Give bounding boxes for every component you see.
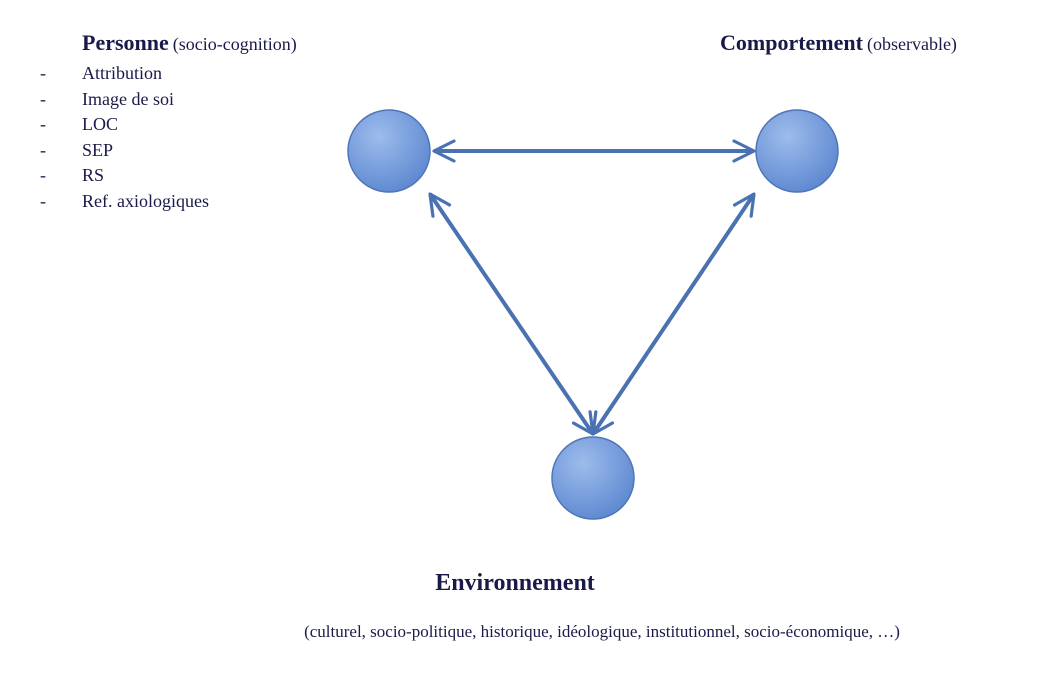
arrow-comportement-environnement [591, 192, 756, 436]
list-bullet: - [40, 165, 46, 185]
list-item-label: Attribution [82, 63, 162, 83]
list-item-label: Image de soi [82, 88, 174, 109]
list-item: - RS [40, 163, 209, 189]
list-item-label: LOC [82, 114, 118, 134]
list-bullet: - [40, 63, 46, 83]
list-item: - SEP [40, 138, 209, 164]
list-item-label: RS [82, 165, 105, 185]
personne-node [347, 109, 431, 193]
personne-title: Personne [82, 30, 169, 55]
personne-subtitle: (socio-cognition) [172, 34, 297, 54]
arrow-personne-environnement [428, 192, 595, 436]
list-item: - Image de soi [40, 87, 209, 113]
list-bullet: - [40, 88, 46, 109]
list-item-label: Ref. axiologiques [82, 190, 209, 211]
list-bullet: - [40, 190, 46, 211]
comportement-subtitle: (observable) [866, 34, 957, 54]
list-item-label: SEP [82, 139, 114, 160]
list-bullet: - [40, 114, 46, 134]
personne-heading: Personne (socio-cognition) [82, 30, 297, 56]
list-item: - Attribution [40, 61, 209, 87]
list-item: - Ref. axiologiques [40, 189, 209, 215]
environnement-title: Environnement [435, 570, 595, 596]
comportement-heading: Comportement (observable) [720, 30, 957, 56]
comportement-title: Comportement [720, 30, 863, 55]
comportement-node [755, 109, 839, 193]
environnement-node [551, 436, 635, 520]
personne-factor-list: - Attribution - Image de soi - LOC - SEP - RS… [40, 61, 209, 214]
list-bullet: - [40, 139, 46, 160]
environnement-details: (culturel, socio-politique, historique, … [304, 622, 900, 641]
list-item: - LOC [40, 112, 209, 138]
